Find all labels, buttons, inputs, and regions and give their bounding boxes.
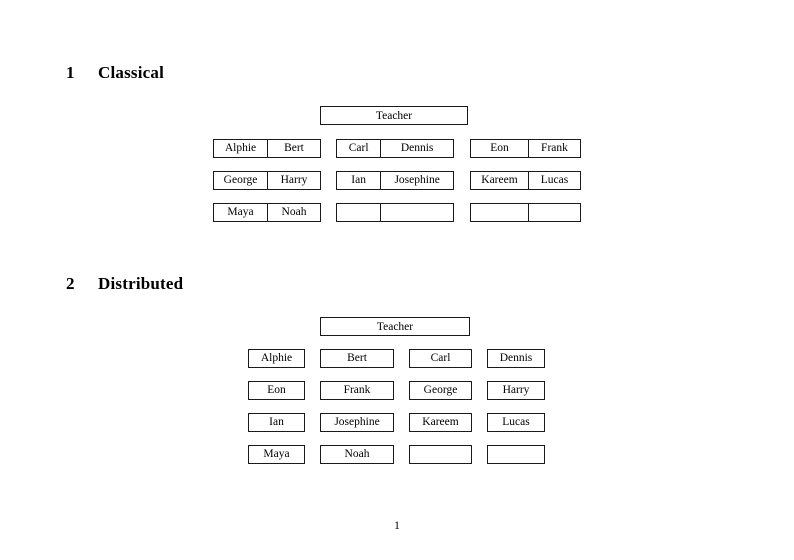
section-heading-distributed: 2 Distributed (66, 274, 183, 294)
table-row: Eon Frank (470, 139, 581, 158)
teacher-box-distributed: Teacher (320, 317, 470, 336)
section-heading-classical: 1 Classical (66, 63, 164, 83)
student-cell: Kareem (471, 172, 529, 189)
section-number-1: 1 (66, 63, 75, 82)
section-number-2: 2 (66, 274, 75, 293)
table-row: Maya Noah (213, 203, 321, 222)
student-cell: Noah (320, 445, 394, 464)
teacher-label: Teacher (376, 320, 414, 333)
student-cell: Noah (281, 205, 307, 218)
table-row: Carl Dennis (336, 139, 454, 158)
student-cell: Dennis (487, 349, 545, 368)
student-cell: Eon (471, 140, 529, 157)
table-row: Kareem Lucas (470, 171, 581, 190)
student-cell: Eon (248, 381, 305, 400)
table-row: Alphie Bert (213, 139, 321, 158)
empty-cell (381, 204, 453, 221)
student-cell: Maya (214, 204, 268, 221)
student-cell: Alphie (214, 140, 268, 157)
student-cell: George (409, 381, 472, 400)
student-cell: Josephine (320, 413, 394, 432)
student-cell: Bert (284, 141, 304, 154)
student-cell: Carl (409, 349, 472, 368)
student-cell: Harry (280, 173, 308, 186)
student-cell: Frank (320, 381, 394, 400)
student-cell: Ian (337, 172, 382, 189)
table-row: George Harry (213, 171, 321, 190)
empty-cell (487, 445, 545, 464)
student-cell: Bert (320, 349, 394, 368)
student-cell: Kareem (409, 413, 472, 432)
student-cell: Carl (337, 140, 382, 157)
student-cell: Harry (487, 381, 545, 400)
section-title-1: Classical (98, 63, 165, 82)
table-row (336, 203, 454, 222)
section-title-2: Distributed (98, 274, 184, 293)
page-number: 1 (394, 520, 400, 532)
student-cell: Ian (248, 413, 305, 432)
empty-cell (337, 204, 382, 221)
empty-cell (409, 445, 472, 464)
table-row: Ian Josephine (336, 171, 454, 190)
teacher-box-classical: Teacher (320, 106, 468, 125)
student-cell: Lucas (540, 173, 569, 186)
empty-cell (471, 204, 529, 221)
student-cell: Dennis (400, 141, 434, 154)
student-cell: Alphie (248, 349, 305, 368)
student-cell: Maya (248, 445, 305, 464)
table-row (470, 203, 581, 222)
student-cell: Frank (541, 141, 568, 154)
empty-cell (529, 204, 580, 221)
teacher-label: Teacher (375, 109, 413, 122)
student-cell: Josephine (394, 173, 440, 186)
student-cell: George (214, 172, 268, 189)
student-cell: Lucas (487, 413, 545, 432)
